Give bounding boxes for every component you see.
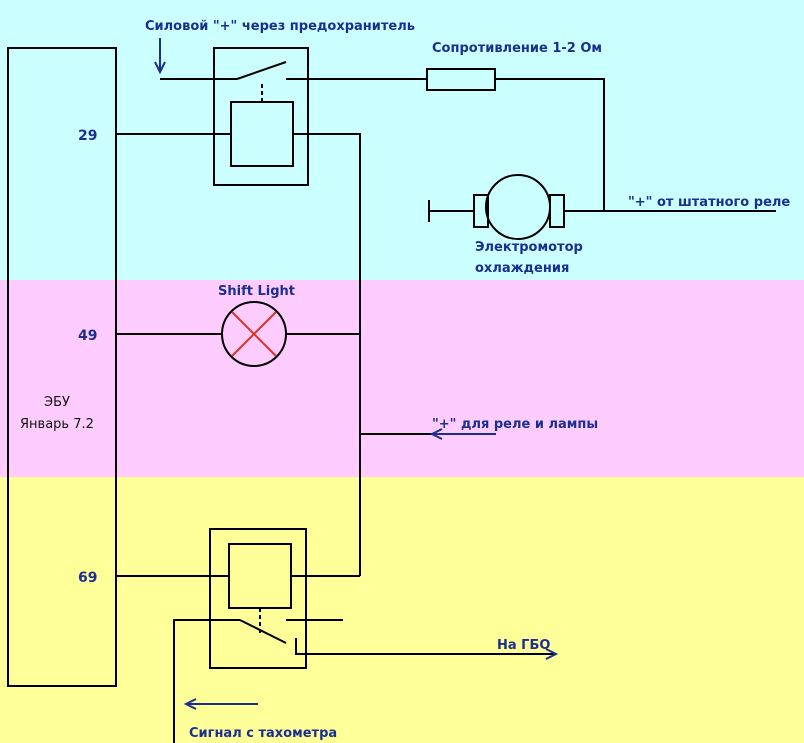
arrow-icon (429, 428, 443, 440)
stock-relay-label: "+" от штатного реле (628, 195, 790, 210)
wire-resistor-to-motor (495, 78, 605, 211)
shift-light-label: Shift Light (218, 284, 295, 299)
arrow-icon (545, 648, 559, 660)
tacho-signal-label: Сигнал с тахометра (189, 726, 337, 741)
band-top (0, 0, 804, 280)
arrow-icon (183, 698, 197, 710)
bottom-relay-housing (209, 528, 307, 669)
motor-label-line1: Электромотор (475, 240, 583, 255)
pin-49-label: 49 (78, 328, 97, 344)
band-bottom (0, 477, 804, 743)
wire-tacho-in (173, 619, 240, 743)
motor-brush-left (473, 194, 489, 228)
to-gbo-label: На ГБО (497, 638, 550, 653)
ecu-model: Январь 7.2 (20, 417, 94, 432)
ecu-block (7, 47, 117, 687)
resistor-label: Сопротивление 1-2 Ом (432, 41, 602, 56)
lamp-icon (221, 301, 287, 367)
motor-label-line2: охлаждения (475, 261, 569, 276)
relay-lamp-plus-label: "+" для реле и лампы (432, 417, 598, 432)
band-middle (0, 280, 804, 477)
switch-contact-icon (236, 61, 287, 80)
power-fuse-label: Силовой "+" через предохранитель (145, 19, 415, 34)
wire-to-gbo (295, 638, 555, 655)
ecu-name: ЭБУ (44, 395, 70, 410)
lamp-cross (231, 311, 277, 357)
pin-69-label: 69 (78, 570, 97, 586)
wire-coil-to-bus (293, 133, 361, 576)
top-relay-housing (213, 47, 309, 186)
switch-contact-icon (239, 619, 287, 644)
arrow-icon (154, 61, 166, 75)
pin-29-label: 29 (78, 128, 97, 144)
